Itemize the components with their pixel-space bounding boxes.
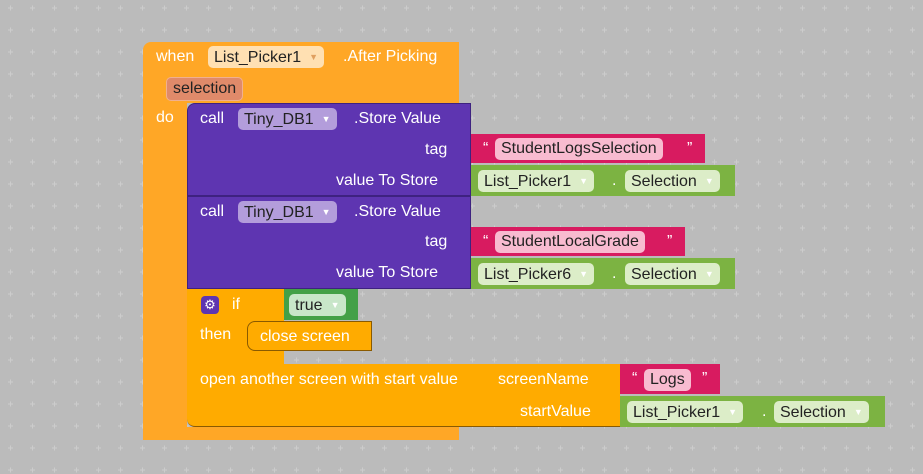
method-label: .Store Value: [354, 203, 441, 220]
quote: ”: [687, 140, 693, 157]
screenname-label: screenName: [498, 371, 589, 388]
method-label: .Store Value: [354, 110, 441, 127]
tag-label: tag: [425, 233, 448, 250]
property-dropdown[interactable]: Selection▼: [625, 263, 720, 285]
text-field[interactable]: Logs: [644, 369, 691, 391]
dot: .: [762, 403, 767, 420]
quote: “: [483, 140, 489, 157]
call-label: call: [200, 110, 225, 127]
property-dropdown[interactable]: Selection▼: [625, 170, 720, 192]
close-screen-label: close screen: [260, 328, 350, 345]
do-label: do: [156, 109, 174, 126]
call-label: call: [200, 203, 225, 220]
text-field[interactable]: StudentLogsSelection: [495, 138, 663, 160]
close-screen-block[interactable]: [247, 321, 372, 351]
open-screen-block[interactable]: [187, 364, 620, 427]
component-dropdown[interactable]: List_Picker1▼: [627, 401, 744, 423]
value-label: value To Store: [336, 264, 438, 281]
tag-label: tag: [425, 141, 448, 158]
component-dropdown[interactable]: List_Picker1▼: [478, 170, 595, 192]
if-label: if: [232, 296, 240, 313]
component-dropdown[interactable]: List_Picker6▼: [478, 263, 595, 285]
tinydb-dropdown-1[interactable]: Tiny_DB1▼: [238, 108, 337, 130]
open-screen-label: open another screen with start value: [200, 371, 458, 388]
when-label: when: [156, 48, 195, 65]
tinydb-dropdown-2[interactable]: Tiny_DB1▼: [238, 201, 337, 223]
quote: ”: [667, 233, 673, 250]
dot: .: [612, 172, 617, 189]
quote: “: [483, 233, 489, 250]
param-selection[interactable]: selection: [166, 77, 244, 101]
quote: ”: [702, 370, 708, 387]
event-block-body: [143, 100, 187, 440]
startvalue-label: startValue: [520, 403, 591, 420]
dot: .: [612, 265, 617, 282]
boolean-dropdown[interactable]: true▼: [289, 294, 346, 316]
property-dropdown[interactable]: Selection▼: [774, 401, 869, 423]
gear-icon[interactable]: ⚙: [201, 296, 219, 314]
component-dropdown[interactable]: List_Picker1▼: [208, 46, 325, 68]
event-name: .After Picking: [343, 48, 438, 65]
value-label: value To Store: [336, 172, 438, 189]
event-block-footer: [143, 427, 459, 440]
quote: “: [632, 370, 638, 387]
then-label: then: [200, 326, 232, 343]
text-field[interactable]: StudentLocalGrade: [495, 231, 645, 253]
